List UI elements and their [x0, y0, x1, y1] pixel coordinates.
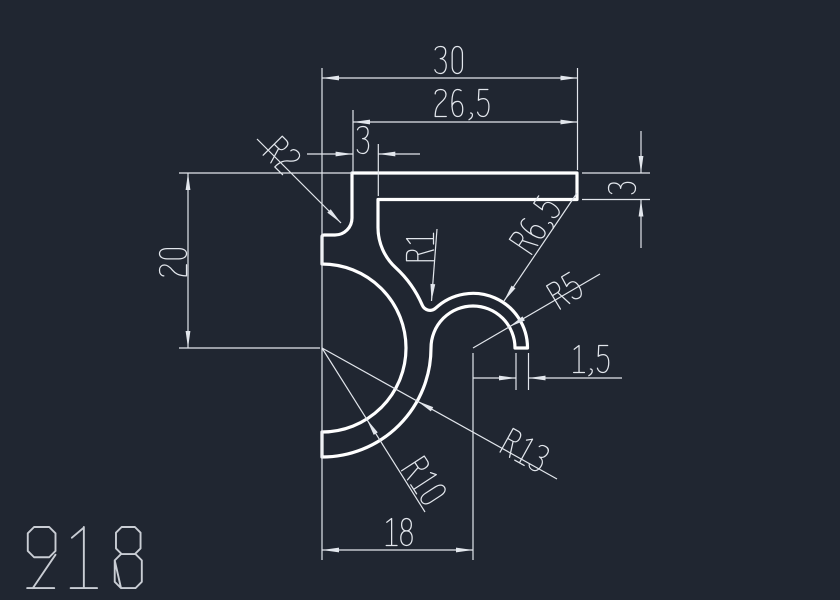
dim-hook-outer-radius	[508, 195, 560, 256]
dim-center-distance	[385, 517, 413, 547]
dim-height	[158, 247, 188, 277]
part-number	[26, 526, 143, 590]
dim-flange-thickness	[607, 181, 637, 195]
dim-overall-width	[434, 45, 464, 75]
dim-bowl-outer-radius	[499, 427, 549, 472]
dim-fillet-radius	[405, 232, 435, 262]
dim-tip-thickness	[573, 344, 610, 377]
dim-flange-width	[434, 88, 490, 121]
dim-corner-radius	[262, 135, 301, 176]
dim-neck-thickness	[356, 125, 370, 155]
profile-outline	[320, 171, 579, 459]
part-number-text	[26, 526, 143, 590]
dimension-arrows	[185, 75, 644, 553]
dim-bowl-inner-radius	[400, 455, 446, 505]
dimension-texts	[158, 45, 637, 547]
dim-hook-inner-radius	[545, 271, 582, 310]
